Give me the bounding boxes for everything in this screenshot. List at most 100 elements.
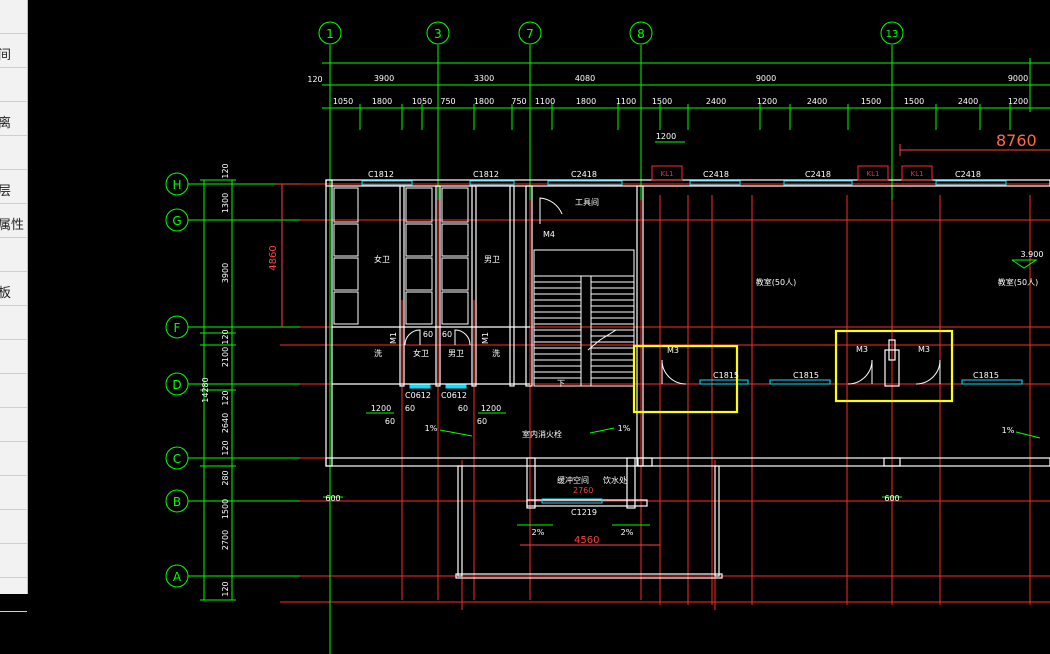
- side-panel-row[interactable]: 板: [0, 272, 27, 306]
- svg-text:C1812: C1812: [368, 170, 394, 179]
- svg-text:M1: M1: [481, 332, 490, 344]
- svg-text:M1: M1: [389, 332, 398, 344]
- side-panel-row[interactable]: 离: [0, 102, 27, 136]
- svg-text:C1812: C1812: [473, 170, 499, 179]
- svg-text:3.900: 3.900: [1021, 250, 1044, 259]
- svg-text:9000: 9000: [756, 74, 776, 83]
- svg-text:M3: M3: [918, 345, 930, 354]
- axis-label-7: 7: [526, 27, 534, 41]
- side-panel-row[interactable]: [0, 68, 27, 102]
- svg-text:室内消火栓: 室内消火栓: [522, 429, 562, 439]
- svg-text:C2418: C2418: [955, 170, 981, 179]
- svg-text:M3: M3: [856, 345, 868, 354]
- staircase: [533, 249, 635, 387]
- axis-bubble-B: [165, 489, 189, 513]
- red-grid-lines: [280, 150, 1050, 610]
- svg-text:女卫: 女卫: [413, 348, 429, 358]
- axis-label-F: F: [174, 321, 181, 335]
- svg-text:280: 280: [221, 470, 230, 485]
- side-panel-row[interactable]: [0, 578, 27, 612]
- svg-text:C0612: C0612: [441, 391, 467, 400]
- axis-bubble-7: [518, 21, 542, 45]
- side-panel-row[interactable]: [0, 306, 27, 340]
- svg-text:2640: 2640: [221, 413, 230, 433]
- kl1-label-2: KL1: [867, 170, 880, 178]
- dimension-8760: 8760: [996, 131, 1037, 150]
- svg-text:1100: 1100: [535, 97, 555, 106]
- kl1-label-3: KL1: [911, 170, 924, 178]
- svg-text:2%: 2%: [532, 528, 545, 537]
- room-labels: C1812 C1812 C2418 C2418 C2418 C2418 M4 工…: [368, 170, 1043, 537]
- side-panel-row[interactable]: 层: [0, 170, 27, 204]
- side-panel-row[interactable]: [0, 476, 27, 510]
- svg-text:120: 120: [221, 440, 230, 455]
- svg-text:60: 60: [442, 330, 452, 339]
- svg-text:2400: 2400: [807, 97, 827, 106]
- svg-text:1200: 1200: [1008, 97, 1028, 106]
- svg-text:C1815: C1815: [713, 371, 739, 380]
- side-panel-row-label: 板: [0, 286, 12, 301]
- svg-text:C1219: C1219: [571, 508, 597, 517]
- svg-text:2100: 2100: [221, 347, 230, 367]
- svg-text:4080: 4080: [575, 74, 595, 83]
- svg-text:60: 60: [405, 404, 415, 413]
- svg-text:1200: 1200: [656, 132, 676, 141]
- svg-text:120: 120: [221, 163, 230, 178]
- side-panel-row-label: 离: [0, 116, 12, 131]
- windows: [361, 180, 1023, 504]
- axis-label-C: C: [173, 452, 181, 466]
- svg-text:600: 600: [884, 494, 899, 503]
- side-panel-row[interactable]: [0, 442, 27, 476]
- axis-bubble-G: [165, 208, 189, 232]
- side-panel-row[interactable]: [0, 238, 27, 272]
- side-panel-row[interactable]: [0, 136, 27, 170]
- svg-text:3900: 3900: [221, 263, 230, 283]
- svg-text:男卫: 男卫: [484, 255, 500, 264]
- axis-bubble-A: [165, 564, 189, 588]
- highlight-box-door-m3-left: [632, 344, 739, 414]
- side-panel-row[interactable]: [0, 340, 27, 374]
- top-dimension-text: 120 3900 3300 4080 9000 9000 1050 1800 1…: [307, 74, 1028, 503]
- svg-text:60: 60: [477, 417, 487, 426]
- svg-text:60: 60: [458, 404, 468, 413]
- building-walls: [325, 179, 1050, 579]
- svg-text:工具间: 工具间: [575, 198, 599, 207]
- svg-text:教室(50人): 教室(50人): [756, 277, 796, 287]
- side-panel-row[interactable]: [0, 374, 27, 408]
- svg-text:1100: 1100: [616, 97, 636, 106]
- dimension-2760: 2760: [573, 486, 593, 495]
- highlight-selection-boxes[interactable]: [632, 329, 954, 414]
- axis-bubble-C: [165, 446, 189, 470]
- svg-text:120: 120: [221, 390, 230, 405]
- svg-text:1200: 1200: [757, 97, 777, 106]
- axis-bubble-F: [165, 315, 189, 339]
- svg-text:1800: 1800: [576, 97, 596, 106]
- side-panel-row[interactable]: 属性: [0, 204, 27, 238]
- axis-bubble-H: [165, 172, 189, 196]
- side-panel-row[interactable]: 间: [0, 34, 27, 68]
- side-panel-row[interactable]: [0, 0, 27, 34]
- svg-text:2%: 2%: [621, 528, 634, 537]
- svg-text:洗: 洗: [492, 348, 500, 358]
- svg-text:2400: 2400: [958, 97, 978, 106]
- svg-text:1800: 1800: [372, 97, 392, 106]
- kl1-beam-boxes: [651, 165, 933, 181]
- side-panel-row-label: 间: [0, 48, 12, 63]
- side-panel-row[interactable]: [0, 544, 27, 578]
- svg-text:120: 120: [221, 329, 230, 344]
- dimension-4560: 4560: [574, 535, 599, 546]
- side-panel-row[interactable]: [0, 408, 27, 442]
- svg-text:M4: M4: [543, 230, 555, 239]
- svg-text:3900: 3900: [374, 74, 394, 83]
- svg-text:M3: M3: [667, 346, 679, 355]
- side-panel-row[interactable]: [0, 510, 27, 544]
- svg-text:1%: 1%: [425, 424, 438, 433]
- svg-text:1300: 1300: [221, 193, 230, 213]
- svg-text:下: 下: [557, 379, 565, 388]
- green-axis-lines: [186, 45, 1050, 654]
- svg-text:14280: 14280: [201, 377, 210, 402]
- svg-text:1200: 1200: [481, 404, 501, 413]
- svg-text:3300: 3300: [474, 74, 494, 83]
- left-dimension-text: 120 1300 3900 120 2100 120 2640 120 280 …: [201, 163, 230, 596]
